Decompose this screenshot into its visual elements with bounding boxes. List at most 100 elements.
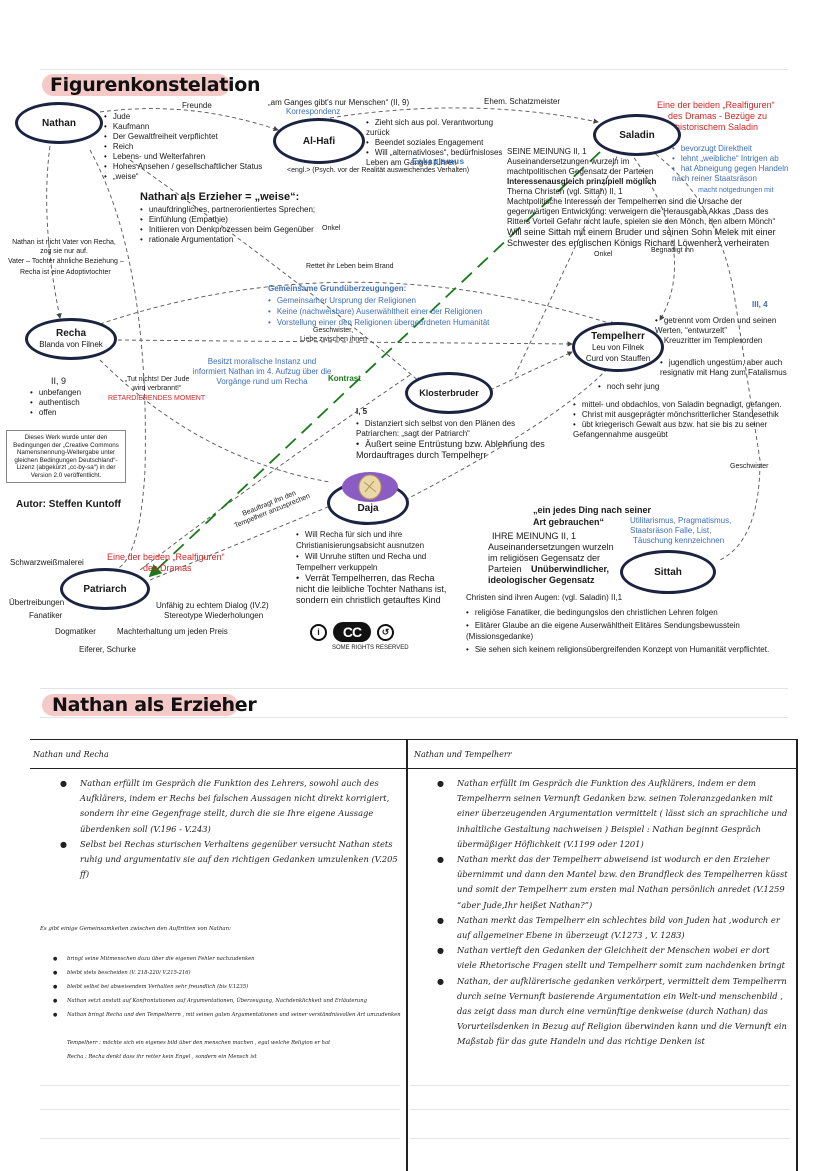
tempelherr-traits-1: getrennt vom Orden und seinen Werten, “e… bbox=[655, 316, 790, 346]
edge-label-ganges: „am Ganges gibt's nur Menschen“ (II, 9) bbox=[268, 98, 410, 107]
edge-label-vater-tochter: Vater – Tochter ähnliche Beziehung – bbox=[8, 258, 124, 265]
sittah-blue-1: Utilitarismus, Pragmatismus, bbox=[630, 516, 732, 525]
nathan-trait: Hohes Ansehen / gesellschaftlicher Statu… bbox=[104, 162, 262, 172]
tempelherr-trait: mittel- und obdachlos, von Saladin begna… bbox=[573, 400, 798, 410]
cc-text: SOME RIGHTS RESERVED bbox=[332, 645, 409, 651]
node-sittah-label: Sittah bbox=[654, 566, 682, 578]
tempelherr-column-item: Nathan, der aufklärerische gedanken verk… bbox=[437, 974, 789, 1050]
table-head-recha: Nathan und Recha bbox=[33, 750, 109, 759]
common-heading: Es gibt einige Gemeinsamkeiten zwischen … bbox=[40, 926, 231, 932]
node-tempelherr-label: Tempelherr bbox=[591, 330, 645, 342]
common-item: bleibt selbst bei abweisendem Verhalten … bbox=[53, 980, 401, 994]
common-item: bleibt stets bescheiden (V. 218-220/ V.2… bbox=[53, 966, 401, 980]
daja-trait: Verrät Tempelherren, das Recha nicht die… bbox=[296, 573, 456, 606]
saladin-trait: hat Abneigung gegen Handeln nach reiner … bbox=[672, 164, 792, 184]
divider bbox=[40, 1138, 400, 1139]
daja-trait: Will Recha für sich und ihre Christianis… bbox=[296, 529, 456, 551]
gemeinsam-item: Vorstellung einer den Religionen übergeo… bbox=[268, 317, 490, 328]
daja-traits: Will Recha für sich und ihre Christianis… bbox=[296, 529, 456, 606]
seine-meinung-10: Schwester des englischen Königs Richard … bbox=[507, 238, 770, 248]
kloster-trait: Äußert seine Entrüstung bzw. Ablehnung d… bbox=[356, 439, 556, 461]
saladin-traits: bevorzugt Direktheit lehnt „weibliche“ I… bbox=[672, 144, 792, 184]
section-title-figurenkonstelation: Figurenkonstelation bbox=[50, 74, 261, 96]
divider bbox=[40, 1085, 400, 1086]
alhafi-traits: Zieht sich aus pol. Verantwortung zurück… bbox=[366, 118, 506, 168]
christen-items: religiöse Fanatiker, die bedingungslos d… bbox=[466, 606, 801, 657]
node-patriarch[interactable]: Patriarch bbox=[60, 568, 150, 610]
erzieher-item: unaufdringliches, partnerorientiertes Sp… bbox=[140, 205, 315, 215]
gemeinsam-title: Gemeinsame Grundüberzeugungen: bbox=[268, 284, 407, 293]
edge-label-kontrast: Kontrast bbox=[328, 374, 361, 383]
ihre-meinung-4b: Unüberwindlicher, bbox=[531, 564, 610, 574]
tempelherr-trait: getrennt vom Orden und seinen Werten, “e… bbox=[655, 316, 790, 336]
table-head-tempelherr: Nathan und Tempelherr bbox=[414, 750, 512, 759]
node-klosterbruder[interactable]: Klosterbruder bbox=[405, 372, 493, 414]
sharealike-icon: ↺ bbox=[377, 623, 394, 641]
divider bbox=[40, 1109, 400, 1110]
erzieher-items: unaufdringliches, partnerorientiertes Sp… bbox=[140, 205, 315, 245]
cc-logo: i CC ↺ bbox=[310, 622, 394, 642]
node-alhafi-label: Al-Hafi bbox=[302, 135, 336, 147]
ihre-meinung-1: IHRE MEINUNG II, 1 bbox=[492, 531, 577, 541]
divider bbox=[40, 69, 788, 70]
node-alhafi[interactable]: Al-Hafi bbox=[273, 118, 365, 164]
node-tempelherr[interactable]: Tempelherr Leu von Filnek Curd von Stauf… bbox=[572, 322, 664, 372]
edge-label-geschwister-2: Geschwister bbox=[730, 463, 769, 470]
nathan-trait: Reich bbox=[104, 142, 262, 152]
common-item: Nathan setzt anstatt auf Konfrontationen… bbox=[53, 994, 401, 1008]
patriarch-trait-dialog: Unfähig zu echtem Dialog (IV.2) bbox=[156, 601, 269, 610]
tempelherr-trait: Kreuzritter im Templerorden bbox=[655, 336, 790, 346]
node-nathan[interactable]: Nathan bbox=[15, 102, 103, 144]
node-sittah[interactable]: Sittah bbox=[620, 550, 716, 594]
christen-item: Elitärer Glaube an die eigene Auserwählt… bbox=[466, 619, 801, 642]
cc-badge: CC bbox=[333, 622, 371, 642]
node-recha[interactable]: Recha Blanda von Filnek bbox=[25, 318, 117, 360]
seine-meinung-4: Interessenausgleich prinzipiell möglich bbox=[507, 177, 657, 186]
section-title-erzieher: Nathan als Erzieher bbox=[52, 694, 257, 716]
node-tempelherr-sub1: Leu von Filnek bbox=[591, 342, 645, 352]
divider bbox=[40, 717, 788, 718]
node-daja-label: Daja bbox=[357, 502, 379, 514]
node-saladin[interactable]: Saladin bbox=[593, 114, 681, 156]
nathan-trait: Jude bbox=[104, 112, 262, 122]
tempelherr-column-item: Nathan erfüllt im Gespräch die Funktion … bbox=[437, 776, 789, 852]
node-recha-label: Recha bbox=[55, 328, 86, 339]
patriarch-realfigur-1: Eine der beiden „Realfiguren“ bbox=[107, 552, 225, 562]
edge-label-schatzmeister: Ehem. Schatzmeister bbox=[484, 97, 561, 106]
erzieher-item: rationale Argumentation bbox=[140, 235, 315, 245]
alhafi-trait: Will „alternativloses“, bedürfnisloses L… bbox=[366, 148, 506, 168]
sittah-blue-2: Staatsräson Falle, List, bbox=[630, 526, 712, 535]
saladin-extra: macht notgedrungen mit bbox=[698, 187, 774, 194]
erzieher-item: Einfühlung (Empathie) bbox=[140, 215, 315, 225]
common-list: bringt seine Mitmenschen dazu über die e… bbox=[53, 952, 401, 1022]
recha-column-item: Nathan erfüllt im Gespräch die Funktion … bbox=[60, 776, 400, 837]
edge-label-geschwister-1: Geschwister, bbox=[313, 327, 354, 334]
patriarch-trait-eiferer: Eiferer, Schurke bbox=[79, 645, 136, 654]
daja-icon bbox=[342, 472, 398, 502]
edge-label-nicht-vater: Nathan ist nicht Vater von Recha, zog si… bbox=[12, 239, 116, 255]
table-header-divider bbox=[30, 768, 798, 769]
tempelherr-trait: übt kriegerisch Gewalt aus bzw. hat sie … bbox=[573, 420, 798, 440]
common-sub-tempelherr: Tempelherr : möchte sich ein eigenes bil… bbox=[67, 1040, 331, 1046]
title-highlight bbox=[42, 74, 230, 96]
saladin-trait: bevorzugt Direktheit bbox=[672, 144, 792, 154]
seine-meinung-2: Auseinandersetzungen wurzeln im bbox=[507, 157, 630, 166]
christen-item: religiöse Fanatiker, die bedingungslos d… bbox=[466, 606, 801, 619]
patriarch-trait-fanatiker: Fanatiker bbox=[29, 611, 63, 620]
nathan-trait: Lebens- und Welterfahren bbox=[104, 152, 262, 162]
erzieher-item: Initiieren von Denkprozessen beim Gegenü… bbox=[140, 225, 315, 235]
nathan-traits: Jude Kaufmann Der Gewaltfreiheit verpfli… bbox=[104, 112, 262, 182]
node-saladin-label: Saladin bbox=[619, 129, 655, 141]
kloster-traits: Distanziert sich selbst von den Plänen d… bbox=[356, 419, 556, 461]
tempelherr-column-item: Nathan vertieft den Gedanken der Gleichh… bbox=[437, 943, 789, 973]
tempelherr-ref: III, 4 bbox=[752, 300, 768, 309]
patriarch-trait-stereotyp: Stereotype Wiederholungen bbox=[164, 611, 264, 620]
edge-label-begnadigt: Begnadigt ihn bbox=[651, 247, 694, 254]
nathan-trait: Kaufmann bbox=[104, 122, 262, 132]
recha-trait: authentisch bbox=[30, 398, 81, 408]
edge-label-korrespondenz: Korrespondenz bbox=[286, 107, 341, 116]
recha-ref: II, 9 bbox=[51, 376, 67, 386]
node-recha-sub: Blanda von Filnek bbox=[39, 340, 103, 349]
tut-nichts-quote: „Tut nichts! Der Jude wird verbrannt!“ bbox=[124, 376, 190, 392]
seine-meinung-1: SEINE MEINUNG II, 1 bbox=[507, 147, 587, 156]
